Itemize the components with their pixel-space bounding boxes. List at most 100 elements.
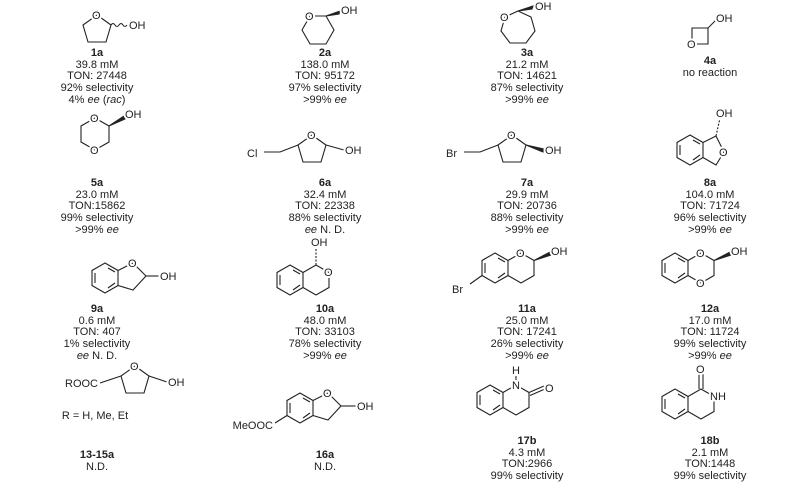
compound-1a-data: 1a 39.8 mM TON: 27448 92% selectivity 4%… — [17, 47, 177, 107]
ee-value: >99% ee — [505, 223, 549, 236]
selectivity: 99% selectivity — [60, 212, 134, 225]
compound-13-15a-data: 13-15a N.D. — [17, 449, 177, 473]
ton: TON: 22338 — [295, 200, 355, 213]
ee-value: >99% ee — [75, 223, 119, 236]
compound-2a-data: 2a 138.0 mM TON: 95172 97% selectivity >… — [245, 47, 405, 107]
selectivity: 99% selectivity — [490, 470, 564, 483]
atom-o: O — [500, 12, 509, 24]
ton: TON: 95172 — [295, 70, 355, 83]
atom-o: O — [687, 39, 696, 51]
concentration: 4.3 mM — [508, 446, 546, 459]
compound-9a-data: 9a 0.6 mM TON: 407 1% selectivity ee N. … — [17, 303, 177, 363]
selectivity: 99% selectivity — [673, 338, 747, 351]
atom-nh: NH — [710, 391, 726, 403]
compound-7a-data: 7a 29.9 mM TON: 20736 88% selectivity >9… — [447, 177, 607, 237]
atom-oh: OH — [357, 401, 374, 413]
selectivity: 1% selectivity — [63, 338, 131, 351]
structure-3a: O OH — [498, 0, 554, 44]
atom-oh: OH — [125, 109, 142, 121]
ee-value: ee N. D. — [76, 349, 118, 362]
structure-13-15a: O ROOC OH R = H, Me, Et — [60, 359, 187, 424]
selectivity: 88% selectivity — [288, 212, 362, 225]
selectivity: 78% selectivity — [288, 338, 362, 351]
structure-8a: O OH — [676, 106, 735, 166]
ton: TON: 27448 — [67, 70, 127, 83]
result-note: no reaction — [682, 66, 738, 79]
r-group-definition: R = H, Me, Et — [62, 410, 128, 422]
concentration: 104.0 mM — [685, 188, 735, 201]
structure-6a: O Cl OH — [245, 128, 364, 163]
atom-o: O — [307, 130, 316, 142]
compound-label: 10a — [315, 303, 335, 315]
selectivity: 99% selectivity — [673, 470, 747, 483]
atom-o: O — [305, 11, 314, 23]
compound-label: 1a — [90, 47, 104, 59]
result-note: N.D. — [314, 460, 336, 473]
ton: TON:2966 — [501, 458, 553, 471]
concentration: 2.1 mM — [691, 446, 729, 459]
structure-4a: O OH — [685, 11, 735, 53]
structure-11a: O OH Br — [450, 244, 570, 298]
atom-oh: OH — [129, 20, 146, 32]
compound-label: 7a — [520, 177, 534, 189]
atom-oh: OH — [345, 145, 362, 157]
ton: TON: 14621 — [497, 70, 557, 83]
structure-10a: O OH — [276, 235, 335, 296]
atom-oh: OH — [716, 108, 733, 120]
ee-value: >99% ee — [303, 349, 347, 362]
concentration: 25.0 mM — [505, 314, 549, 327]
compound-label: 16a — [315, 449, 335, 461]
structure-7a: O Br OH — [444, 128, 564, 163]
ee-value: >99% ee — [505, 93, 549, 106]
atom-o: O — [323, 388, 332, 400]
ton: TON: 33103 — [295, 326, 355, 339]
concentration: 32.4 mM — [303, 188, 347, 201]
atom-oh: OH — [168, 377, 185, 389]
compound-label: 9a — [90, 303, 104, 315]
compound-3a-data: 3a 21.2 mM TON: 14621 87% selectivity >9… — [447, 47, 607, 107]
compound-6a-data: 6a 32.4 mM TON: 22338 88% selectivity ee… — [245, 177, 405, 237]
compound-label: 3a — [520, 47, 534, 59]
atom-o: O — [696, 364, 705, 376]
atom-rooc: ROOC — [65, 378, 98, 390]
selectivity: 88% selectivity — [490, 212, 564, 225]
structure-2a: O OH — [301, 3, 360, 45]
concentration: 138.0 mM — [300, 58, 350, 71]
compound-12a-data: 12a 17.0 mM TON: 11724 99% selectivity >… — [630, 303, 790, 363]
compound-18b-data: 18b 2.1 mM TON:1448 99% selectivity — [630, 435, 790, 483]
ee-value: >99% ee — [505, 349, 549, 362]
atom-o: O — [90, 113, 99, 125]
atom-o: O — [130, 361, 139, 373]
atom-o: O — [507, 130, 516, 142]
compound-label: 5a — [90, 177, 104, 189]
atom-o: O — [324, 267, 333, 279]
atom-meooc: MeOOC — [233, 420, 273, 432]
atom-o: O — [545, 383, 554, 395]
compound-label: 12a — [700, 303, 720, 315]
atom-o: O — [696, 278, 705, 290]
concentration: 21.2 mM — [505, 58, 549, 71]
result-note: N.D. — [86, 460, 108, 473]
atom-oh: OH — [551, 246, 568, 258]
compound-5a-data: 5a 23.0 mM TON:15862 99% selectivity >99… — [17, 177, 177, 237]
atom-o: O — [128, 258, 137, 270]
selectivity: 26% selectivity — [490, 338, 564, 351]
ee-value: ee N. D. — [304, 223, 346, 236]
compound-label: 6a — [318, 177, 332, 189]
structure-9a: O OH — [91, 256, 179, 294]
compound-label: 2a — [318, 47, 332, 59]
structure-1a: O OH — [82, 8, 148, 43]
ee-value: >99% ee — [688, 349, 732, 362]
compound-8a-data: 8a 104.0 mM TON: 71724 96% selectivity >… — [630, 177, 790, 237]
ee-value: >99% ee — [688, 223, 732, 236]
ee-value: >99% ee — [303, 93, 347, 106]
atom-oh: OH — [731, 246, 748, 258]
atom-o: O — [696, 248, 705, 260]
structure-16a: O OH MeOOC — [231, 386, 376, 434]
atom-oh: OH — [160, 271, 177, 283]
ton: TON: 17241 — [497, 326, 557, 339]
atom-o: O — [92, 10, 101, 22]
compound-label: 4a — [703, 55, 717, 67]
atom-o: O — [719, 147, 728, 159]
structure-12a: O O OH — [661, 244, 750, 292]
